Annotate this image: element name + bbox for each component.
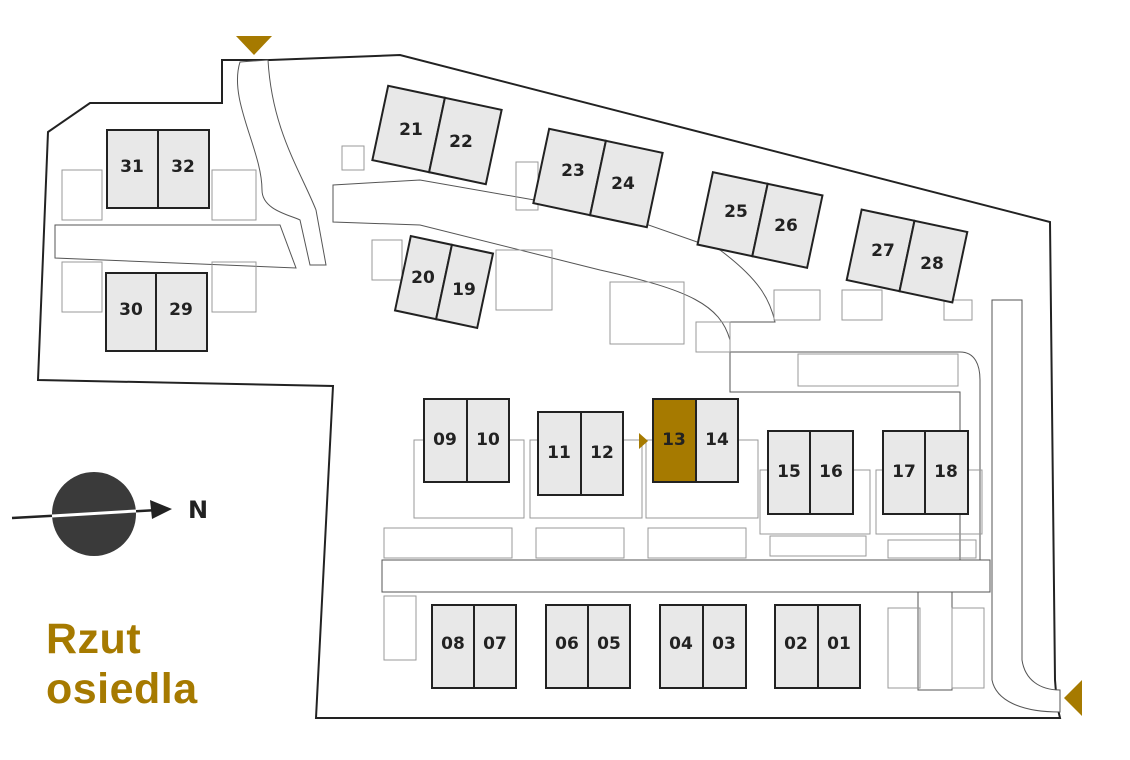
unit-11[interactable] [537, 411, 582, 496]
unit-03[interactable] [702, 604, 747, 689]
unit-18[interactable] [924, 430, 969, 515]
units-row-central[interactable] [423, 398, 969, 515]
unit-24[interactable] [588, 139, 664, 229]
road-east-exit [991, 299, 1061, 713]
unit-label-03: 03 [712, 634, 736, 654]
units-row-north[interactable] [371, 84, 969, 330]
units-west[interactable] [105, 129, 210, 352]
compass-north-label: N [188, 496, 208, 524]
unit-label-08: 08 [441, 634, 465, 654]
unit-label-20: 20 [411, 268, 435, 288]
unit-label-32: 32 [171, 157, 195, 177]
unit-07[interactable] [473, 604, 517, 689]
unit-12[interactable] [580, 411, 624, 496]
unit-label-21: 21 [399, 120, 423, 140]
unit-label-31: 31 [120, 157, 144, 177]
unit-label-07: 07 [483, 634, 507, 654]
compass: N [11, 472, 208, 556]
unit-label-06: 06 [555, 634, 579, 654]
road-west [54, 224, 297, 269]
unit-14[interactable] [695, 398, 739, 483]
unit-label-22: 22 [449, 132, 473, 152]
unit-label-19: 19 [452, 280, 476, 300]
unit-08[interactable] [431, 604, 475, 689]
unit-29[interactable] [155, 272, 208, 352]
compass-arrowhead [150, 500, 172, 519]
unit-13-entrance-marker [639, 433, 648, 449]
unit-22[interactable] [427, 96, 503, 186]
map-title-line-1: Rzut [46, 615, 142, 663]
units-row-south[interactable] [431, 604, 861, 689]
unit-label-04: 04 [669, 634, 693, 654]
unit-31[interactable] [106, 129, 159, 209]
unit-32[interactable] [157, 129, 210, 209]
unit-label-24: 24 [611, 174, 635, 194]
unit-02[interactable] [774, 604, 819, 689]
unit-10[interactable] [466, 398, 510, 483]
unit-19[interactable] [434, 243, 495, 330]
unit-16[interactable] [809, 430, 854, 515]
unit-label-13: 13 [662, 430, 686, 450]
unit-label-30: 30 [119, 300, 143, 320]
unit-label-02: 02 [784, 634, 808, 654]
unit-label-12: 12 [590, 443, 614, 463]
unit-17[interactable] [882, 430, 926, 515]
unit-labels: 08 07 06 05 04 03 02 01 09 10 11 12 13 1… [119, 120, 958, 654]
unit-label-14: 14 [705, 430, 729, 450]
unit-13[interactable] [652, 398, 697, 483]
unit-label-16: 16 [819, 462, 843, 482]
unit-label-10: 10 [476, 430, 500, 450]
road-south [381, 559, 991, 593]
unit-28[interactable] [898, 219, 969, 304]
unit-26[interactable] [751, 182, 824, 270]
estate-boundary [36, 53, 1062, 719]
unit-05[interactable] [587, 604, 631, 689]
unit-label-23: 23 [561, 161, 585, 181]
unit-label-29: 29 [169, 300, 193, 320]
map-title: Rzut osiedla [46, 614, 198, 714]
unit-label-09: 09 [433, 430, 457, 450]
unit-label-01: 01 [827, 634, 851, 654]
unit-label-25: 25 [724, 202, 748, 222]
compass-needle-highlight [51, 509, 137, 518]
unit-label-28: 28 [920, 254, 944, 274]
map-title-line-2: osiedla [46, 665, 198, 713]
unit-label-27: 27 [871, 241, 895, 261]
entrance-north-marker [236, 36, 272, 55]
unit-label-17: 17 [892, 462, 916, 482]
unit-label-26: 26 [774, 216, 798, 236]
unit-label-05: 05 [597, 634, 621, 654]
unit-label-11: 11 [547, 443, 571, 463]
road-entrance-north [236, 59, 327, 266]
road-stub-1 [917, 591, 953, 691]
roads [54, 59, 1061, 713]
parking-areas [61, 145, 985, 689]
unit-label-18: 18 [934, 462, 958, 482]
entrance-east-marker [1064, 680, 1082, 716]
unit-01[interactable] [817, 604, 861, 689]
unit-label-15: 15 [777, 462, 801, 482]
